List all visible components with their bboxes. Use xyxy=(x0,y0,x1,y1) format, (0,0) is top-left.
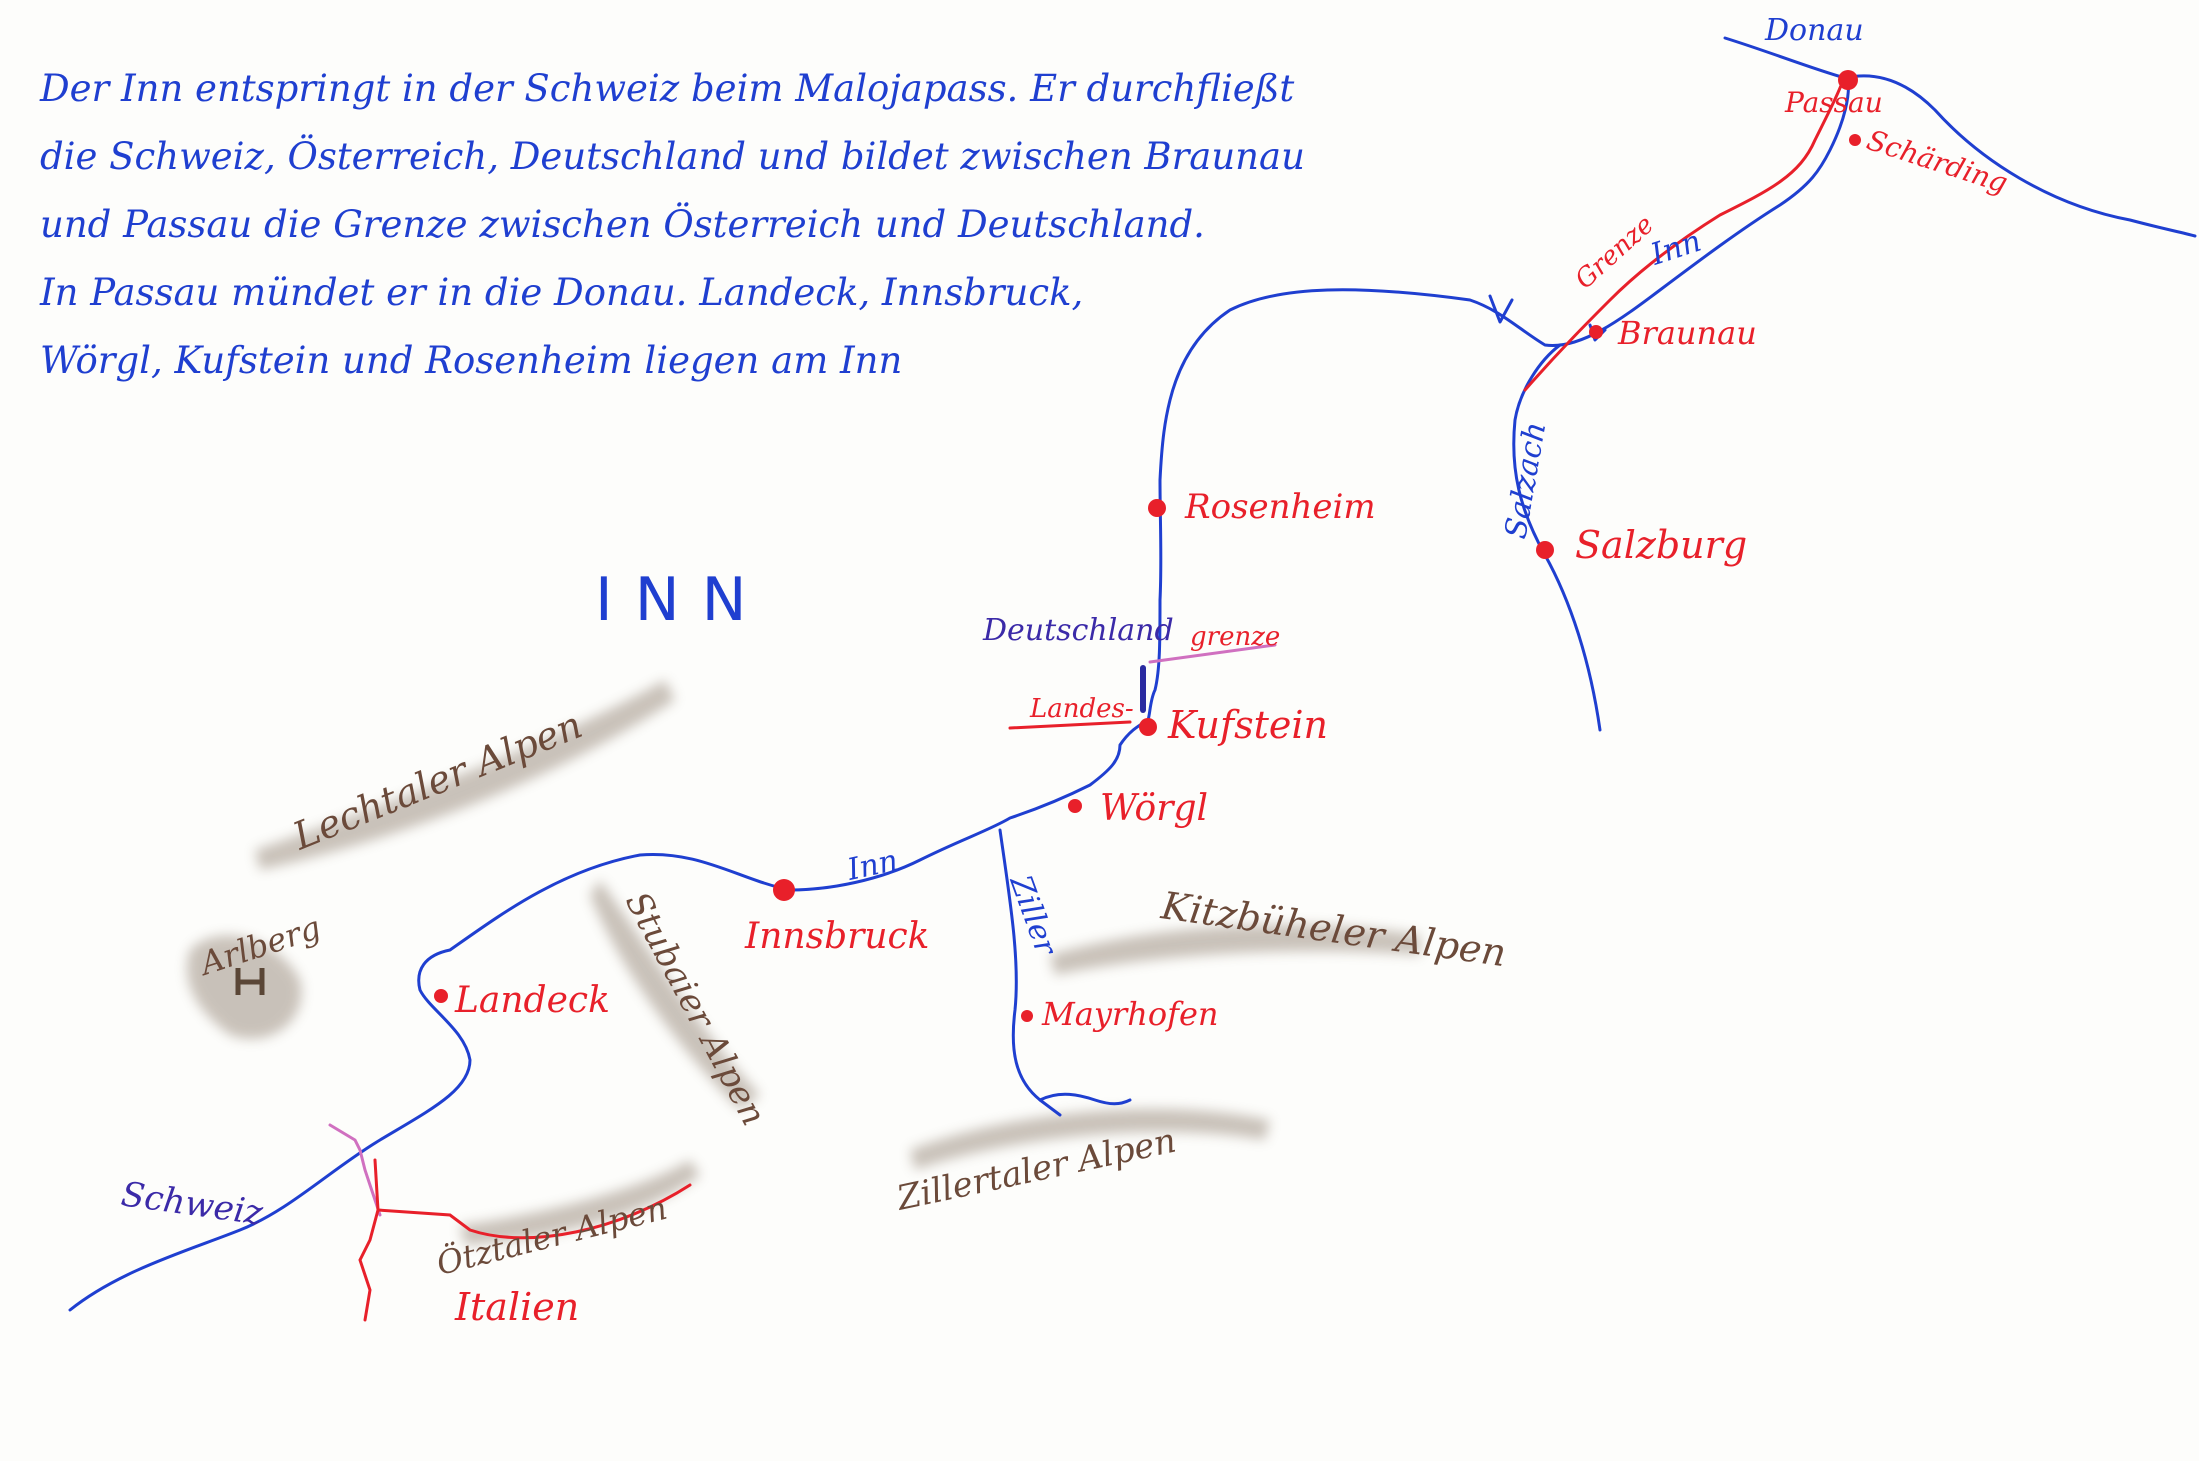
grenze-underline xyxy=(1148,643,1277,664)
mountain-labels: Lechtaler Alpen Arlberg Stubaier Alpen K… xyxy=(193,702,1509,1282)
city-label-schaerding: Schärding xyxy=(1863,123,2012,199)
city-label-passau: Passau xyxy=(1784,86,1883,119)
city-label-woergl: Wörgl xyxy=(1100,788,1208,829)
country-label-italien: Italien xyxy=(454,1285,579,1329)
river-label-salzach: Salzach xyxy=(1498,419,1553,541)
stubaier-shading xyxy=(590,880,760,1110)
city-mayrhofen: Mayrhofen xyxy=(1021,995,1218,1033)
city-label-innsbruck: Innsbruck xyxy=(744,916,929,957)
arlberg-shading xyxy=(186,935,302,1039)
intro-text: Der Inn entspringt in der Schweiz beim M… xyxy=(40,55,1500,395)
city-label-salzburg: Salzburg xyxy=(1575,523,1747,567)
city-label-braunau: Braunau xyxy=(1617,314,1757,352)
ziller-river xyxy=(998,828,1132,1106)
zillertaler-shading xyxy=(910,1108,1270,1170)
border-label-grenze-inn: Grenze xyxy=(1570,210,1660,295)
donau-river xyxy=(1723,36,2197,238)
swiss-border-line xyxy=(328,1123,382,1217)
inn-river xyxy=(68,78,1850,1312)
city-landeck: Landeck xyxy=(434,980,610,1021)
city-label-rosenheim: Rosenheim xyxy=(1184,487,1376,527)
river-label-inn-lower: Inn xyxy=(843,843,901,888)
mountain-shading xyxy=(186,680,1420,1245)
country-label-schweiz: Schweiz xyxy=(119,1174,267,1234)
inn-border-line xyxy=(1523,73,1847,392)
inn-mouth-hook xyxy=(1488,294,1514,324)
cities: Passau Schärding Braunau Salzburg Rosenh… xyxy=(434,70,2012,1033)
map-title: INN xyxy=(595,565,769,635)
city-woergl: Wörgl xyxy=(1068,788,1208,829)
city-label-kufstein: Kufstein xyxy=(1167,703,1328,747)
city-salzburg: Salzburg xyxy=(1536,523,1747,567)
kitzbueheler-shading xyxy=(1050,924,1420,975)
intro-line: Wörgl, Kufstein und Rosenheim liegen am … xyxy=(40,339,903,382)
lechtaler-shading xyxy=(255,680,675,870)
river-label-donau: Donau xyxy=(1764,13,1864,48)
mountain-label-lechtaler: Lechtaler Alpen xyxy=(286,702,588,858)
intro-line: In Passau mündet er in die Donau. Landec… xyxy=(40,271,1084,314)
arlberg-pass-symbol xyxy=(235,968,265,995)
intro-line: die Schweiz, Österreich, Deutschland und… xyxy=(40,135,1305,178)
city-schaerding: Schärding xyxy=(1849,123,2012,200)
city-kufstein: Kufstein xyxy=(1139,703,1328,747)
mountain-label-kitzbueheler: Kitzbüheler Alpen xyxy=(1158,883,1509,975)
city-rosenheim: Rosenheim xyxy=(1148,487,1376,527)
ziller-lower-branch xyxy=(1038,1098,1062,1117)
city-braunau: Braunau xyxy=(1589,314,1757,352)
intro-line: und Passau die Grenze zwischen Österreic… xyxy=(40,203,1205,246)
border-label-landes: Landes- xyxy=(1029,694,1134,724)
kufstein-border-line xyxy=(1008,720,1132,730)
city-label-landeck: Landeck xyxy=(454,980,610,1021)
country-label-deutschland: Deutschland xyxy=(982,613,1174,648)
intro-line: Der Inn entspringt in der Schweiz beim M… xyxy=(40,67,1295,110)
borders xyxy=(328,73,1847,1322)
city-label-mayrhofen: Mayrhofen xyxy=(1041,995,1218,1033)
border-label-grenze-kufstein: grenze xyxy=(1190,622,1280,652)
city-passau: Passau xyxy=(1784,70,1883,119)
salzach-river xyxy=(1512,343,1602,732)
country-labels: Schweiz Italien Deutschland xyxy=(119,613,1174,1329)
italy-border-line xyxy=(358,1158,692,1322)
city-innsbruck: Innsbruck xyxy=(744,879,929,957)
rivers xyxy=(68,36,2197,1312)
oetztaler-shading xyxy=(460,1160,700,1245)
